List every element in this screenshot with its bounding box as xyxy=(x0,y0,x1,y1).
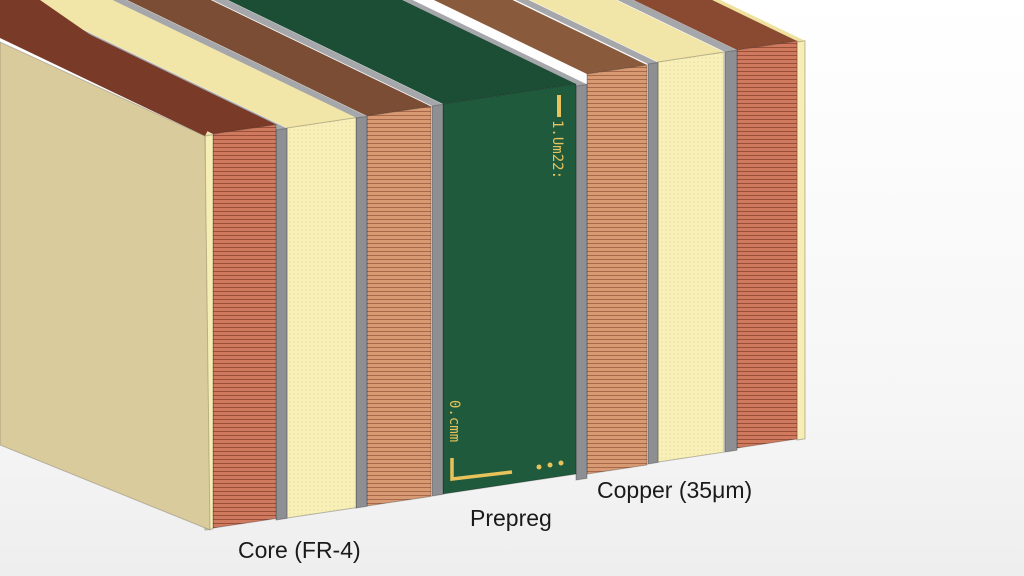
silkscreen-corner-mark xyxy=(450,458,513,481)
copper-layer-front-face xyxy=(212,123,277,529)
copper-layer-top-face xyxy=(127,0,431,116)
separator-top-face xyxy=(515,0,658,64)
label-core: Core (FR-4) xyxy=(238,537,361,563)
label-copper: Copper (35μm) xyxy=(597,477,753,503)
board-mark-top: 1.Um22: xyxy=(549,120,565,179)
silkscreen-dot xyxy=(547,462,553,468)
silkscreen-dot xyxy=(536,464,542,470)
board-mark-bottom: 0.cmm xyxy=(446,400,462,442)
prepreg-layer-front-face xyxy=(286,117,357,519)
prepreg-layer-top-face xyxy=(529,0,724,62)
copper-layer-top-face xyxy=(433,0,647,74)
separator-top-face xyxy=(111,0,367,118)
prepreg-layer-front-face xyxy=(657,51,725,463)
copper-layer-front-face xyxy=(366,105,432,507)
silkscreen-bar-top xyxy=(557,95,561,117)
separator-front-face xyxy=(575,83,588,481)
prepreg-layer-top-face xyxy=(22,0,356,128)
copper-layer-top-face xyxy=(633,0,797,50)
prepreg-edge-front-face xyxy=(796,40,806,441)
separator-front-face xyxy=(431,103,444,497)
separator-top-face xyxy=(212,0,443,106)
core-board-top-face xyxy=(227,0,576,104)
core-top-copper xyxy=(0,0,213,136)
copper-layer-front-face xyxy=(736,40,798,449)
label-prepreg: Prepreg xyxy=(470,505,552,531)
silkscreen-dot xyxy=(558,460,564,466)
separator-front-face xyxy=(275,127,288,521)
separator-top-face xyxy=(617,0,737,52)
separator-front-face xyxy=(647,61,659,465)
separator-front-face xyxy=(355,115,368,509)
copper-layer-front-face xyxy=(586,64,648,475)
separator-front-face xyxy=(724,49,738,453)
core-side-face xyxy=(0,41,211,531)
